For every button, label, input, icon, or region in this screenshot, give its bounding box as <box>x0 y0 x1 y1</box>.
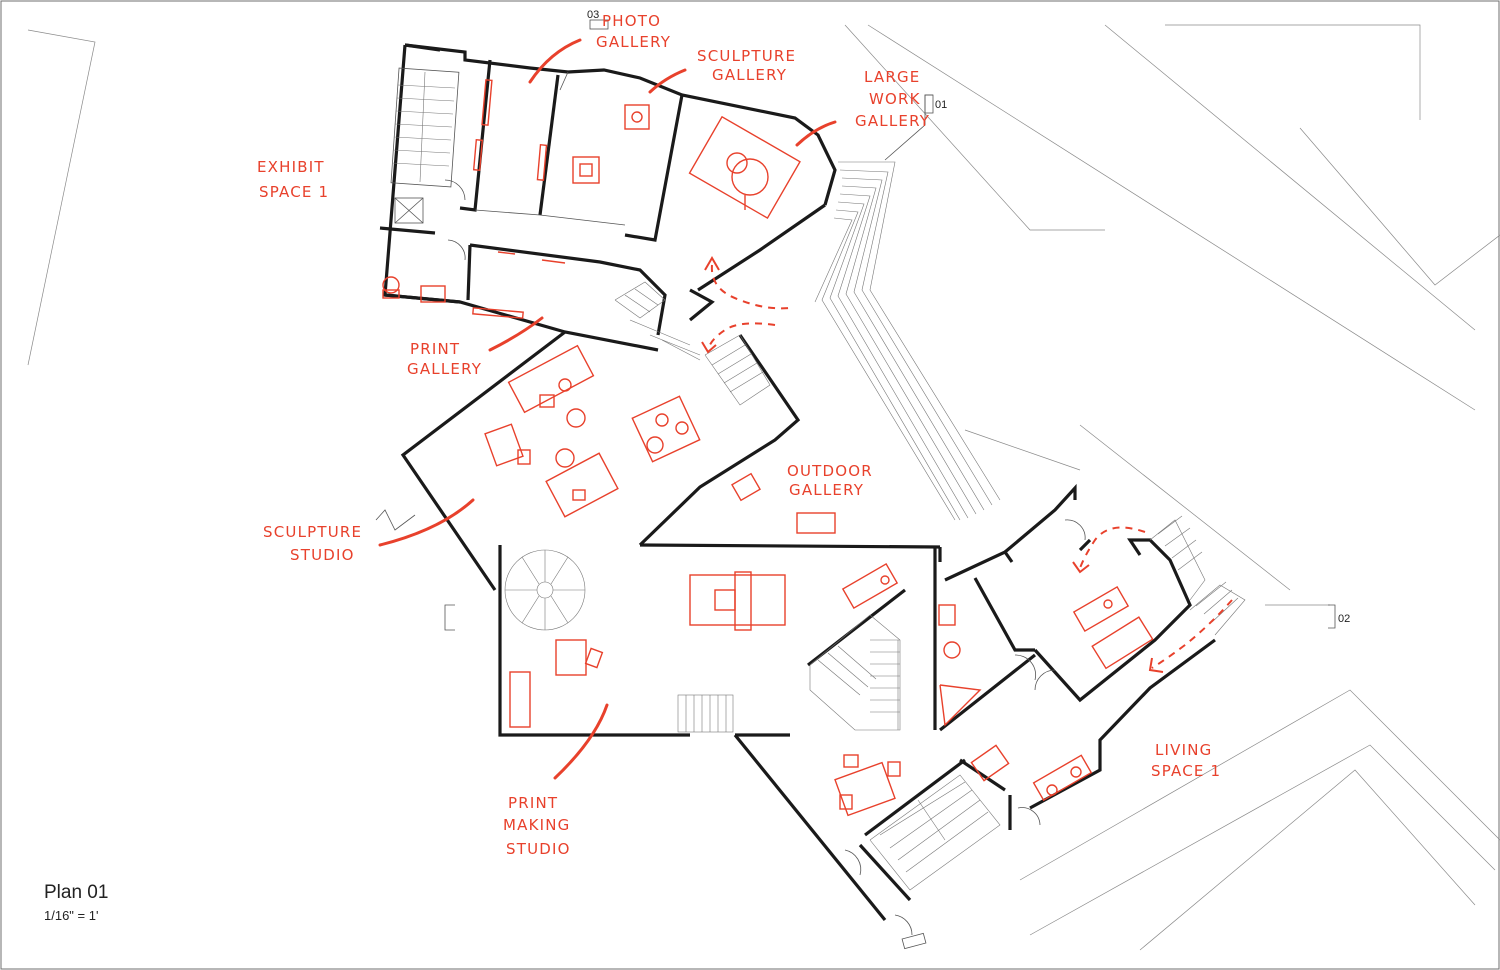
exhibit-space-label: EXHIBIT SPACE 1 <box>257 158 331 201</box>
furniture-layout <box>382 79 1154 817</box>
site-context <box>27 24 1500 951</box>
plan-scale: 1/16" = 1' <box>44 908 99 923</box>
living-space-label: LIVING SPACE 1 <box>1151 741 1221 780</box>
plan-title: Plan 01 <box>44 882 109 903</box>
section-marker-02: 02 <box>1338 613 1350 625</box>
gallery-wing-walls <box>379 43 837 352</box>
sculpture-studio-label: SCULPTURE STUDIO <box>263 523 368 564</box>
photo-gallery-label: PHOTO GALLERY <box>596 12 671 51</box>
gallery-wing-details <box>390 67 701 356</box>
section-markers: 03 01 02 <box>375 9 1350 631</box>
print-making-studio-label: PRINT MAKING STUDIO <box>503 794 576 858</box>
sculpture-studio-stair <box>661 334 771 406</box>
living-wing-details <box>844 515 1246 950</box>
sculpture-gallery-label: SCULPTURE GALLERY <box>697 47 802 84</box>
large-work-gallery-label: LARGE WORK GALLERY <box>855 68 930 130</box>
circulation-arrows <box>701 256 1233 673</box>
section-marker-01: 01 <box>935 99 947 111</box>
room-labels: PHOTO GALLERY SCULPTURE GALLERY LARGE WO… <box>257 12 1221 858</box>
print-studio-details <box>504 549 901 733</box>
living-wing-walls <box>858 483 1216 902</box>
sculpture-studio-walls <box>400 288 941 591</box>
section-marker-03: 03 <box>587 9 599 21</box>
outdoor-gallery-label: OUTDOOR GALLERY <box>787 462 879 499</box>
print-gallery-label: PRINT GALLERY <box>407 340 482 378</box>
room-callout-arcs <box>378 38 837 780</box>
exterior-steps <box>814 161 1001 521</box>
print-studio-walls <box>498 545 942 922</box>
